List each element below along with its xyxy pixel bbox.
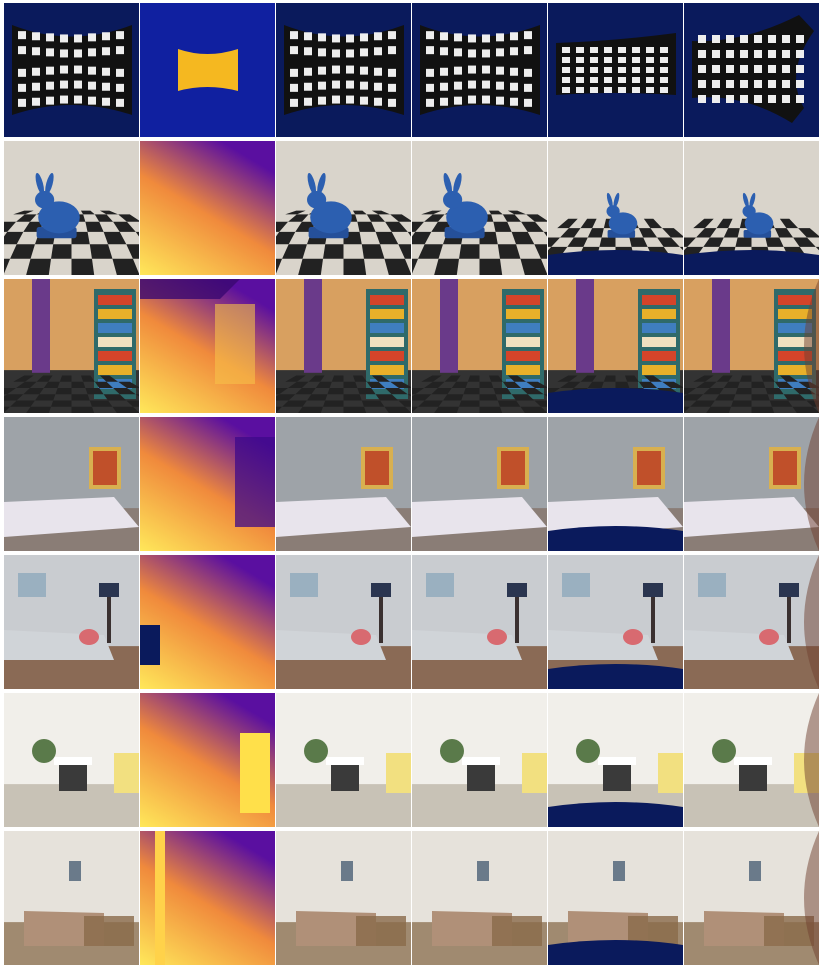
rgb-rendering-graphic (276, 693, 411, 827)
warped-view-left-graphic (548, 279, 683, 413)
rgb-rendering-graphic (412, 831, 547, 965)
image-white-living-room-fireplace-warped-view-right (684, 693, 819, 827)
rgb-input-graphic (4, 3, 139, 137)
image-living-room-with-console-table-warped-view-left (548, 831, 683, 965)
image-white-living-room-fireplace-rgb-rendering (276, 693, 411, 827)
image-blue-bunny-on-checker-floor-depth-map (140, 141, 275, 275)
image-living-room-with-console-table-depth-map (140, 831, 275, 965)
image-living-room-with-console-table-rgb-input (4, 831, 139, 965)
rgb-rendering-graphic (276, 417, 411, 551)
image-living-room-with-console-table-rgb-rendering (412, 831, 547, 965)
image-living-room-with-floor-lamp-depth-map (140, 555, 275, 689)
warped-view-right-graphic (684, 693, 819, 827)
image-blue-bunny-on-checker-floor-warped-view-right (684, 141, 819, 275)
image-colorful-bookshelf-room-rgb-rendering (276, 279, 411, 413)
image-checkerboard-plane-depth-map (140, 3, 275, 137)
warped-view-left-graphic (548, 141, 683, 275)
rgb-rendering-graphic (412, 417, 547, 551)
depth-map-graphic (140, 693, 275, 827)
image-white-living-room-fireplace-warped-view-left (548, 693, 683, 827)
image-bedroom-with-painting-depth-map (140, 417, 275, 551)
image-bedroom-with-painting-rgb-input (4, 417, 139, 551)
image-bedroom-with-painting-warped-view-right (684, 417, 819, 551)
image-living-room-with-floor-lamp-warped-view-right (684, 555, 819, 689)
rgb-rendering-graphic (276, 831, 411, 965)
image-blue-bunny-on-checker-floor-rgb-rendering (276, 141, 411, 275)
warped-view-right-graphic (684, 555, 819, 689)
warped-view-left-graphic (548, 417, 683, 551)
warped-view-right-graphic (684, 417, 819, 551)
depth-map-graphic (140, 141, 275, 275)
rgb-input-graphic (4, 693, 139, 827)
depth-map-graphic (140, 417, 275, 551)
warped-view-left-graphic (548, 3, 683, 137)
rgb-rendering-graphic (276, 3, 411, 137)
image-bedroom-with-painting-warped-view-left (548, 417, 683, 551)
image-checkerboard-plane-rgb-rendering (412, 3, 547, 137)
image-colorful-bookshelf-room-rgb-rendering (412, 279, 547, 413)
warped-view-right-graphic (684, 141, 819, 275)
image-living-room-with-floor-lamp-warped-view-left (548, 555, 683, 689)
warped-view-left-graphic (548, 693, 683, 827)
warped-view-left-graphic (548, 831, 683, 965)
rgb-rendering-graphic (412, 555, 547, 689)
rgb-input-graphic (4, 417, 139, 551)
depth-map-graphic (140, 3, 275, 137)
warped-view-right-graphic (684, 3, 819, 137)
image-colorful-bookshelf-room-warped-view-left (548, 279, 683, 413)
image-living-room-with-floor-lamp-rgb-input (4, 555, 139, 689)
depth-map-graphic (140, 279, 275, 413)
rgb-rendering-graphic (412, 141, 547, 275)
warped-view-right-graphic (684, 831, 819, 965)
rgb-rendering-graphic (276, 141, 411, 275)
depth-map-graphic (140, 555, 275, 689)
image-blue-bunny-on-checker-floor-warped-view-left (548, 141, 683, 275)
image-white-living-room-fireplace-rgb-rendering (412, 693, 547, 827)
image-living-room-with-floor-lamp-rgb-rendering (412, 555, 547, 689)
rgb-input-graphic (4, 831, 139, 965)
rgb-rendering-graphic (276, 279, 411, 413)
image-checkerboard-plane-rgb-rendering (276, 3, 411, 137)
rgb-input-graphic (4, 555, 139, 689)
image-white-living-room-fireplace-depth-map (140, 693, 275, 827)
image-bedroom-with-painting-rgb-rendering (276, 417, 411, 551)
image-checkerboard-plane-warped-view-left (548, 3, 683, 137)
rgb-input-graphic (4, 141, 139, 275)
image-colorful-bookshelf-room-rgb-input (4, 279, 139, 413)
image-blue-bunny-on-checker-floor-rgb-rendering (412, 141, 547, 275)
image-colorful-bookshelf-room-warped-view-right (684, 279, 819, 413)
image-checkerboard-plane-rgb-input (4, 3, 139, 137)
image-living-room-with-console-table-rgb-rendering (276, 831, 411, 965)
rgb-rendering-graphic (412, 279, 547, 413)
image-white-living-room-fireplace-rgb-input (4, 693, 139, 827)
rgb-rendering-graphic (412, 693, 547, 827)
image-living-room-with-console-table-warped-view-right (684, 831, 819, 965)
image-bedroom-with-painting-rgb-rendering (412, 417, 547, 551)
rgb-input-graphic (4, 279, 139, 413)
image-colorful-bookshelf-room-depth-map (140, 279, 275, 413)
image-blue-bunny-on-checker-floor-rgb-input (4, 141, 139, 275)
image-living-room-with-floor-lamp-rgb-rendering (276, 555, 411, 689)
rgb-rendering-graphic (276, 555, 411, 689)
warped-view-right-graphic (684, 279, 819, 413)
warped-view-left-graphic (548, 555, 683, 689)
image-checkerboard-plane-warped-view-right (684, 3, 819, 137)
depth-map-graphic (140, 831, 275, 965)
rgb-rendering-graphic (412, 3, 547, 137)
